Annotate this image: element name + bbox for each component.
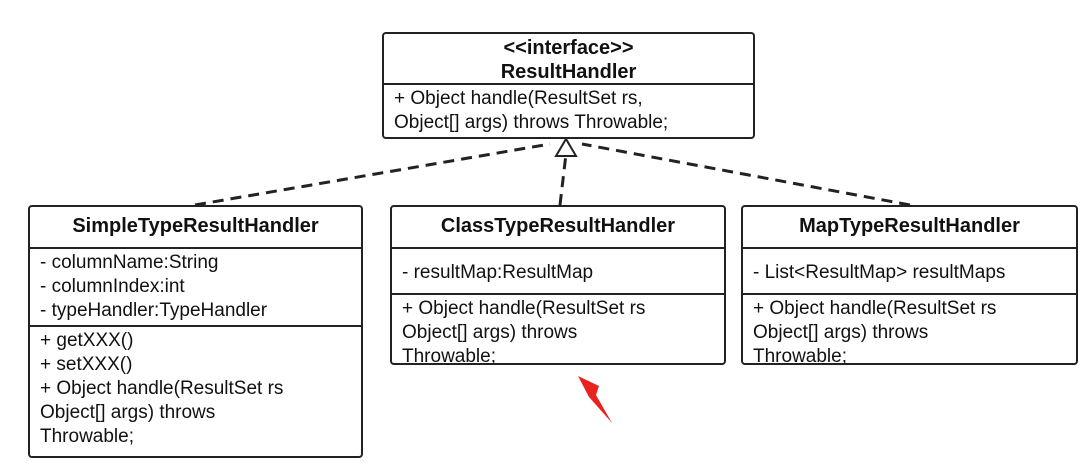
class-map-type-result-handler: MapTypeResultHandler - List<ResultMap> r… bbox=[741, 205, 1078, 365]
realization-maptype bbox=[581, 142, 911, 207]
class-header: SimpleTypeResultHandler bbox=[30, 207, 361, 249]
class-name: ClassTypeResultHandler bbox=[440, 215, 676, 237]
method-line: Object[] args) throws bbox=[753, 322, 929, 343]
methods-section: + Object handle(ResultSet rs Object[] ar… bbox=[743, 293, 1076, 365]
fields-section: - columnName:String - columnIndex:int - … bbox=[30, 249, 361, 325]
class-result-handler: <<interface>> ResultHandler + Object han… bbox=[382, 32, 755, 139]
stereotype: <<interface>> bbox=[503, 37, 634, 59]
field-line: - resultMap:ResultMap bbox=[402, 262, 594, 283]
method-line: + getXXX() bbox=[40, 330, 134, 351]
class-name: ResultHandler bbox=[500, 61, 637, 83]
field-line: - columnIndex:int bbox=[40, 276, 185, 297]
fields-section: - List<ResultMap> resultMaps bbox=[743, 249, 1076, 293]
red-arrow-method bbox=[578, 376, 612, 423]
method-line: Throwable; bbox=[753, 346, 847, 365]
field-line: - typeHandler:TypeHandler bbox=[40, 300, 268, 321]
method-line: + setXXX() bbox=[40, 354, 133, 375]
class-name: MapTypeResultHandler bbox=[799, 215, 1020, 237]
field-line: - List<ResultMap> resultMaps bbox=[753, 262, 1006, 283]
method-line: Throwable; bbox=[40, 426, 134, 447]
method-line: Object[] args) throws bbox=[402, 322, 578, 343]
class-name: SimpleTypeResultHandler bbox=[72, 215, 319, 237]
realization-simple bbox=[194, 142, 551, 207]
method-line: + Object handle(ResultSet rs bbox=[40, 378, 284, 399]
methods-section: + Object handle(ResultSet rs, Object[] a… bbox=[384, 85, 753, 137]
class-header: MapTypeResultHandler bbox=[743, 207, 1076, 249]
method-line: Object[] args) throws Throwable; bbox=[394, 112, 669, 133]
class-header: <<interface>> ResultHandler bbox=[384, 34, 753, 85]
method-line: Object[] args) throws bbox=[40, 402, 216, 423]
realization-classtype bbox=[558, 153, 568, 206]
realization-arrowhead bbox=[554, 137, 578, 157]
method-line: Throwable; bbox=[402, 346, 496, 365]
method-line: + Object handle(ResultSet rs bbox=[753, 298, 997, 319]
field-line: - columnName:String bbox=[40, 252, 219, 273]
class-simple-type-result-handler: SimpleTypeResultHandler - columnName:Str… bbox=[28, 205, 363, 458]
method-line: + Object handle(ResultSet rs, bbox=[394, 88, 643, 109]
class-class-type-result-handler: ClassTypeResultHandler - resultMap:Resul… bbox=[390, 205, 726, 365]
methods-section: + getXXX() + setXXX() + Object handle(Re… bbox=[30, 325, 361, 451]
fields-section: - resultMap:ResultMap bbox=[392, 249, 724, 293]
method-line: + Object handle(ResultSet rs bbox=[402, 298, 646, 319]
class-header: ClassTypeResultHandler bbox=[392, 207, 724, 249]
methods-section: + Object handle(ResultSet rs Object[] ar… bbox=[392, 293, 724, 365]
